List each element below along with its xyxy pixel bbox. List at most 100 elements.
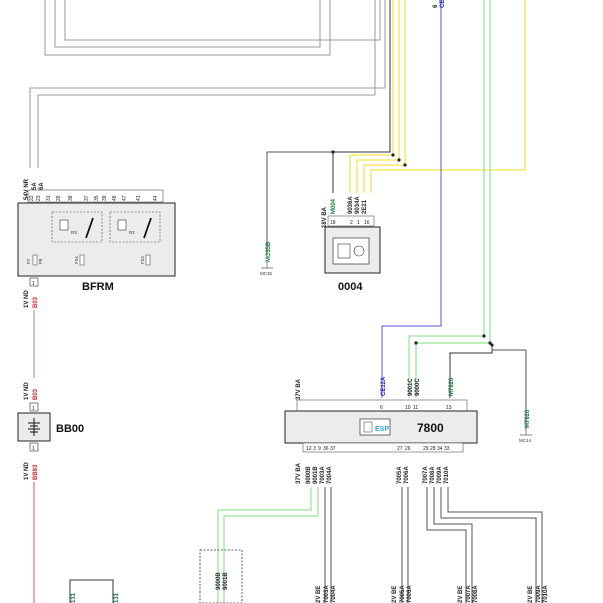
top-edge-labels: CE 6: [433, 0, 446, 8]
bfrm-pin: 37: [84, 195, 90, 201]
top-label-ce: CE: [440, 0, 446, 8]
fuse-icon: [145, 254, 151, 266]
bfrm-pin: 38: [68, 195, 74, 201]
bfrm-pin: 31: [46, 195, 52, 201]
relay-coil-icon: [59, 219, 69, 231]
bfrm-pin-labels: 22 23 31 26 38 37 35 39 48 47 41 44: [29, 195, 159, 201]
plug-wire: 9000B: [216, 572, 222, 590]
bfrm-lower-wire: B03: [33, 296, 39, 308]
m7800-top-wire: 9000C: [415, 378, 421, 396]
bb00-upper-wire: B03: [33, 388, 39, 400]
m7800-top-pin: 6: [380, 405, 383, 411]
plug-wire: 9001B: [223, 572, 229, 590]
fuse-label: F23: [140, 256, 145, 264]
fuse-label: F7: [26, 258, 31, 264]
m7800-bottom-wire: 7004A: [327, 466, 333, 484]
bb00-title: BB00: [56, 423, 84, 435]
bottom-connector-label: 2V BE: [392, 586, 398, 603]
bfrm-box: [17, 202, 176, 277]
top-label-6: 6: [433, 4, 439, 8]
m7800-bottom-wire: 9001B: [313, 466, 319, 484]
chip-icon: [363, 421, 373, 433]
m0004-pin: 18: [330, 220, 336, 226]
m0004-wire: 9036A: [348, 196, 354, 214]
m0004-connector: 18V BA: [322, 206, 328, 228]
m7800-bottom-wire: 7005A: [397, 466, 403, 484]
bottom-connector-wire: 7010A: [543, 585, 549, 603]
bottom-connector-wire: 7005A: [400, 585, 406, 603]
bfrm-pin: 41: [136, 195, 142, 201]
m7800-bottom-pin: 36: [323, 446, 329, 452]
bfrm-lower-pin-box: [29, 277, 39, 287]
m0004-pin: 1: [357, 220, 360, 226]
bfrm-title: BFRM: [82, 281, 114, 293]
m7800-bottom-wire-labels: 9000B 9001B 7003A 7004A 7005A 7006A 7007…: [306, 466, 450, 484]
module-0004: 18V BA M004 9036A 9034A 2E21 18 2 1 16 0…: [322, 196, 381, 293]
bottom-plug: 9000B 9001B: [199, 549, 243, 603]
bfrm-relay-frame: [51, 211, 103, 243]
chip-icon: [337, 243, 351, 259]
bfrm-pin: 22: [29, 195, 35, 201]
bottom-fragment: 131: [71, 592, 77, 603]
bottom-connectors: 2V BE 7003A 7004A 2V BE 7005A 7006A 2V B…: [71, 585, 549, 603]
m0004-pin: 2: [350, 220, 353, 226]
plug-outline: [199, 549, 243, 603]
m7800-bottom-wire: 7009A: [437, 466, 443, 484]
m0004-title: 0004: [338, 281, 363, 293]
bb00-lower-pin: 1: [32, 446, 35, 452]
bfrm-pin: 48: [112, 195, 118, 201]
bottom-connector-wire: 7008A: [473, 585, 479, 603]
top-wire-bundle: [29, 0, 527, 430]
m7800-top-pin: 10: [405, 405, 411, 411]
bottom-connector-wire: 7004A: [331, 585, 337, 603]
m7800-bottom-pin: 27: [397, 446, 403, 452]
relay-switch-icon: [85, 217, 94, 239]
m0004-wire: M004: [331, 198, 337, 214]
m0004-pin-strip: [327, 215, 375, 227]
mc14-wire-label: M7820: [525, 409, 531, 428]
m7800-bottom-pin: 9: [318, 446, 321, 452]
bb00-lower-wire: BB93: [33, 464, 39, 480]
relay-label: R3: [71, 230, 77, 235]
bottom-connector-wire: 7006A: [407, 585, 413, 603]
bottom-connector-wire: 7009A: [536, 585, 542, 603]
bb00-lower-connector: 1V ND: [24, 462, 30, 480]
bfrm-pin: 35: [94, 195, 100, 201]
bfrm-pin-strip: [27, 189, 164, 203]
top-junction-dots: [331, 150, 494, 347]
m7800-bottom-wire: 7008A: [430, 466, 436, 484]
mc35-wire-label: MC35B: [266, 241, 272, 262]
relay-switch-icon: [143, 217, 152, 239]
bb00-upper-connector: 1V ND: [24, 382, 30, 400]
fuse-icon: [32, 254, 38, 266]
m7800-top-connector: 37V BA: [296, 378, 302, 400]
bb00-upper-pin: 1: [32, 406, 35, 412]
mc35-ground: MC35B MC35: [260, 241, 273, 276]
bottom-wire-bundle: [69, 487, 543, 603]
bottom-connector-wire: 7007A: [466, 585, 472, 603]
mc35-ground-label: MC35: [260, 271, 273, 276]
m7800-bottom-connector: 37V BA: [296, 462, 302, 484]
bfrm-lower-connector: 1V ND: [24, 290, 30, 308]
m7800-bottom-pin: 28: [430, 446, 436, 452]
m7800-top-wire: M7820: [449, 377, 455, 396]
module-7800: 37V BA CE12A 9001C 9000C M7820 6 10 11 1…: [284, 376, 478, 484]
m7800-bottom-pin: 26: [405, 446, 411, 452]
bottom-connector-label: 2V BE: [316, 586, 322, 603]
m0004-pin: 16: [364, 220, 370, 226]
dial-icon: [353, 245, 365, 257]
bfrm-pin: 39: [102, 195, 108, 201]
bfrm-pin: 23: [36, 195, 42, 201]
esp-unit-icon: [359, 418, 391, 436]
m0004-wire: 9034A: [355, 196, 361, 214]
relay-label: R2: [129, 230, 135, 235]
battery-icon: [28, 418, 40, 436]
bfrm-connector-label: 54V NR: [24, 178, 30, 200]
fuse-label: F24: [74, 256, 79, 264]
bfrm-module: 54V NR 0085A 0086A 22 23 31 26 38 37 35 …: [17, 178, 176, 308]
m7800-bottom-pin: 12: [306, 446, 312, 452]
m7800-bottom-pin: 3: [313, 446, 316, 452]
bb00-battery: 1V ND B03 1 BB00 1 1V ND BB93: [17, 382, 84, 480]
bottom-connector-label: 2V BE: [458, 586, 464, 603]
